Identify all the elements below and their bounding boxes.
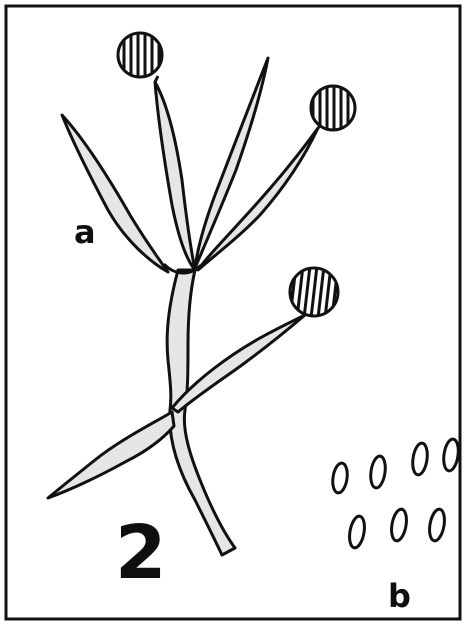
sporangium-bottom <box>290 266 338 318</box>
sporangium-top <box>118 30 162 80</box>
label-a: a <box>74 213 96 251</box>
figure-number: 2 <box>115 510 167 596</box>
label-b: b <box>388 577 411 615</box>
